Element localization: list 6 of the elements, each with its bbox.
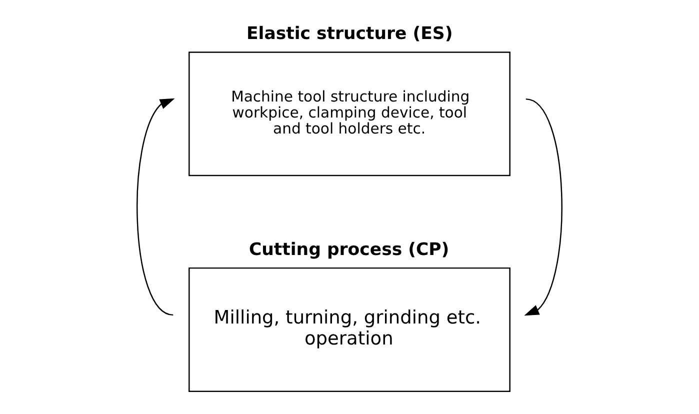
arrow — [524, 98, 562, 316]
node-label: Cutting process (CP) — [248, 240, 450, 260]
node-box: Machine tool structure including workpice, clamping device, tool and tool holders etc. — [188, 52, 510, 176]
node-label: Elastic structure (ES) — [246, 24, 453, 44]
node-box: Milling, turning, grinding etc. operation — [188, 267, 510, 392]
arrow — [136, 98, 175, 316]
